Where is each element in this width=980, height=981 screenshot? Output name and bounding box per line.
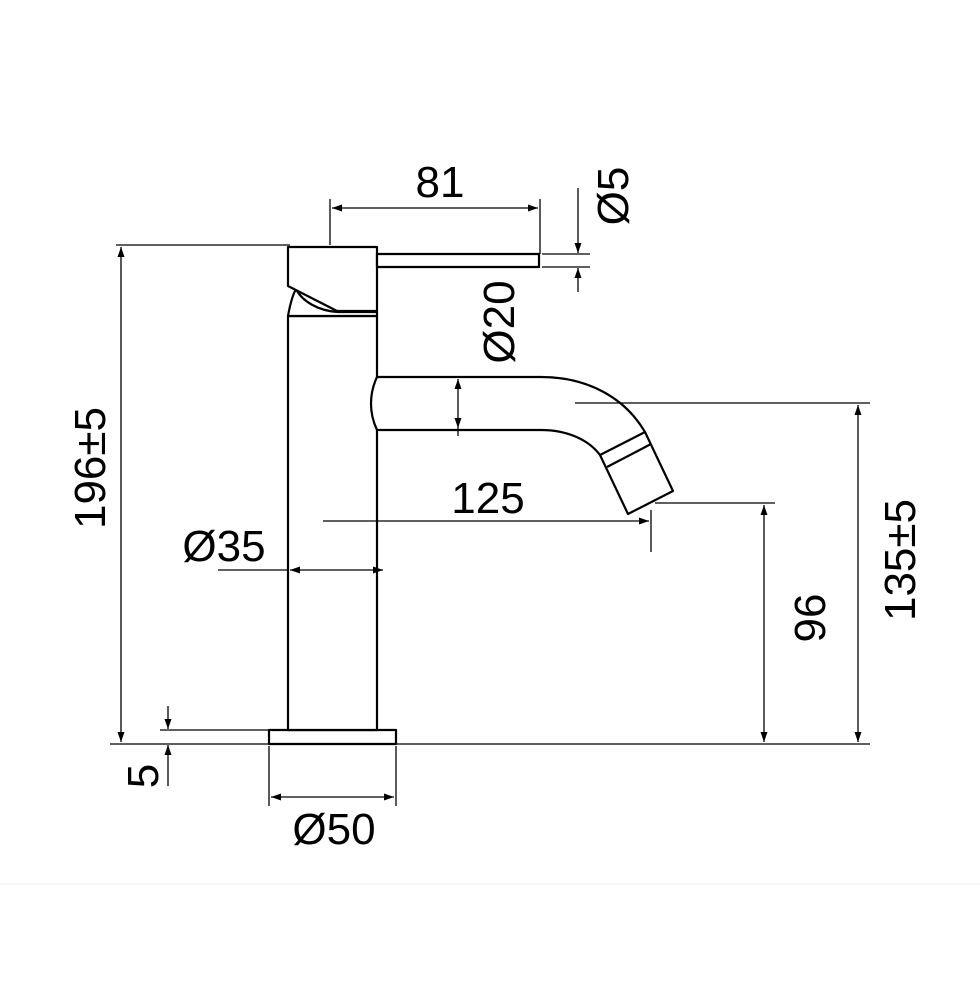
- faucet-body: [286, 314, 379, 732]
- base-plate: [267, 728, 398, 746]
- lever: [375, 252, 541, 269]
- dim-label-lever-length: 81: [416, 158, 465, 207]
- dim-label-spout-height: 135±5: [876, 499, 925, 621]
- dim-label-outlet-height: 96: [786, 594, 835, 643]
- dim-label-spout-diameter: Ø20: [475, 280, 524, 363]
- cartridge-collar: [286, 287, 379, 318]
- spout: [369, 375, 675, 516]
- dim-label-lever-diameter: Ø5: [589, 167, 638, 226]
- aerator-band: [606, 443, 652, 468]
- handle-head: [286, 245, 379, 313]
- faucet-outline: [267, 245, 675, 746]
- dim-label-total-height: 196±5: [66, 407, 115, 529]
- dim-label-body-diameter: Ø35: [182, 522, 265, 571]
- dimension-labels: 81 Ø5 Ø20 196±5 125 Ø35 96 135±5 5 Ø50: [66, 158, 925, 854]
- dim-label-base-thickness: 5: [119, 764, 168, 788]
- extension-lines: [110, 199, 870, 806]
- aerator-band: [599, 431, 646, 456]
- dim-label-base-diameter: Ø50: [292, 805, 375, 854]
- dimension-lines: [117, 188, 862, 801]
- dim-label-spout-reach: 125: [451, 474, 524, 523]
